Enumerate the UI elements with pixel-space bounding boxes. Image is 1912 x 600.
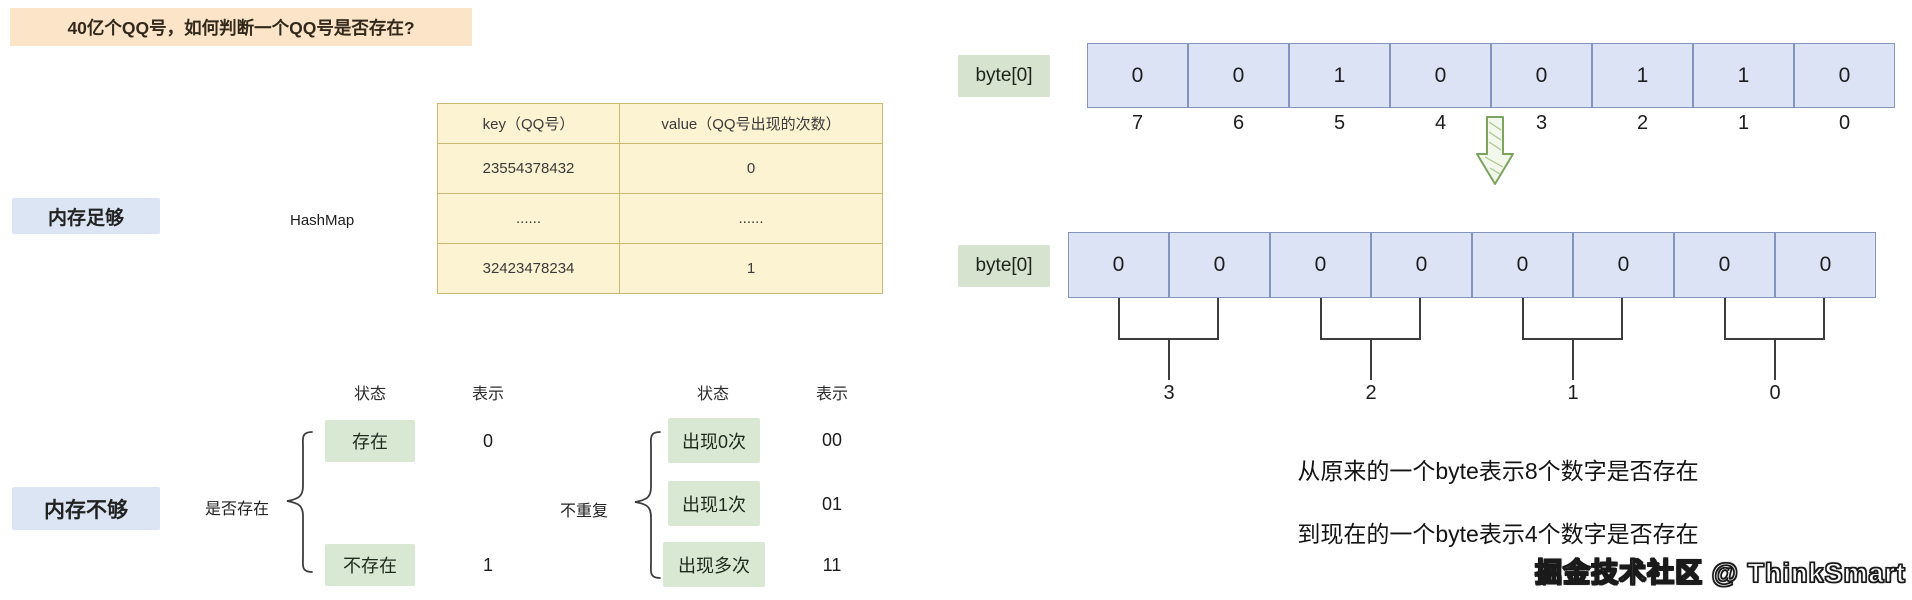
bit-cell: 1 <box>1693 43 1794 108</box>
pair-bracket <box>1724 298 1825 340</box>
group-index: 3 <box>1163 382 1175 404</box>
group-index: 2 <box>1365 382 1377 404</box>
table-cell-key: 23554378432 <box>437 143 620 194</box>
repeat-repr-header: 表示 <box>815 386 848 403</box>
bit-cell: 0 <box>1472 232 1573 298</box>
bit-cell: 0 <box>1169 232 1270 298</box>
status-box-appear-1: 出现1次 <box>668 481 760 526</box>
bit-index: 5 <box>1333 112 1346 134</box>
hashmap-label: HashMap <box>290 212 355 229</box>
group-index: 1 <box>1567 382 1579 404</box>
bit-cell: 0 <box>1270 232 1371 298</box>
bit-cell: 0 <box>1573 232 1674 298</box>
status-box-appear-0: 出现0次 <box>668 418 760 463</box>
bit-cell: 0 <box>1491 43 1592 108</box>
bit-index: 6 <box>1232 112 1245 134</box>
status-box-not-exist: 不存在 <box>325 544 415 586</box>
bit-cell: 1 <box>1592 43 1693 108</box>
table-cell-value: ...... <box>619 193 883 244</box>
bit-cell: 0 <box>1087 43 1188 108</box>
bit-index: 3 <box>1535 112 1548 134</box>
pair-bracket <box>1522 298 1623 340</box>
repeat-status-header: 状态 <box>696 386 729 403</box>
exist-tree-root: 是否存在 <box>205 501 270 518</box>
down-arrow-icon <box>1476 116 1514 185</box>
repeat-tree-brace <box>626 424 664 586</box>
bit-cell: 0 <box>1794 43 1895 108</box>
bit-cell: 0 <box>1775 232 1876 298</box>
pair-bracket <box>1118 298 1219 340</box>
repr-value-not-exist: 1 <box>482 554 493 575</box>
caption-line-2: 到现在的一个byte表示4个数字是否存在 <box>1297 521 1699 547</box>
bit-cell: 0 <box>1390 43 1491 108</box>
status-box-appear-many: 出现多次 <box>663 542 765 587</box>
watermark: 掘金技术社区 @ ThinkSmart <box>1535 557 1906 588</box>
bit-index-row: 7 6 5 4 3 2 1 0 <box>1087 112 1895 135</box>
bit-cell: 0 <box>1371 232 1472 298</box>
repr-value-01: 01 <box>821 493 843 514</box>
curly-brace-icon <box>286 431 313 573</box>
bit-index: 2 <box>1636 112 1649 134</box>
pair-stem <box>1370 340 1372 380</box>
pair-bracket <box>1320 298 1421 340</box>
curly-brace-icon <box>634 431 661 579</box>
table-header-value: value（QQ号出现的次数） <box>619 103 883 144</box>
repeat-tree-root: 不重复 <box>560 503 609 520</box>
table-row: ...... ...... <box>437 193 883 244</box>
bit-row-before: 0 0 1 0 0 1 1 0 <box>1087 43 1895 108</box>
exist-status-header: 状态 <box>353 386 386 403</box>
bit-cell: 1 <box>1289 43 1390 108</box>
repr-value-11: 11 <box>822 554 842 575</box>
bit-index: 0 <box>1838 112 1851 134</box>
repr-value-00: 00 <box>821 429 843 450</box>
pair-stem <box>1168 340 1170 380</box>
pair-stem <box>1572 340 1574 380</box>
table-cell-value: 1 <box>619 243 883 294</box>
table-cell-key: 32423478234 <box>437 243 620 294</box>
bit-cell: 0 <box>1674 232 1775 298</box>
bit-index: 4 <box>1434 112 1447 134</box>
caption-line-1: 从原来的一个byte表示8个数字是否存在 <box>1297 458 1699 484</box>
table-cell-value: 0 <box>619 143 883 194</box>
table-row: 32423478234 1 <box>437 243 883 294</box>
page-title: 40亿个QQ号，如何判断一个QQ号是否存在? <box>10 8 472 46</box>
memory-enough-label: 内存足够 <box>12 198 160 234</box>
memory-not-enough-label: 内存不够 <box>12 487 160 530</box>
transform-arrow <box>1470 114 1520 188</box>
bit-cell: 0 <box>1188 43 1289 108</box>
byte-label-after: byte[0] <box>958 245 1050 287</box>
bit-cell: 0 <box>1068 232 1169 298</box>
table-cell-key: ...... <box>437 193 620 244</box>
group-index: 0 <box>1769 382 1781 404</box>
bit-index: 1 <box>1737 112 1750 134</box>
exist-tree-brace <box>278 426 316 578</box>
status-box-exist: 存在 <box>325 420 415 462</box>
byte-label-before: byte[0] <box>958 55 1050 97</box>
table-header-row: key（QQ号） value（QQ号出现的次数） <box>437 103 883 144</box>
table-header-key: key（QQ号） <box>437 103 620 144</box>
repr-value-exist: 0 <box>482 430 493 451</box>
bit-row-after: 0 0 0 0 0 0 0 0 <box>1068 232 1876 298</box>
hashmap-table: key（QQ号） value（QQ号出现的次数） 23554378432 0 .… <box>437 103 883 294</box>
exist-repr-header: 表示 <box>471 386 504 403</box>
bit-index: 7 <box>1131 112 1144 134</box>
pair-stem <box>1774 340 1776 380</box>
table-row: 23554378432 0 <box>437 143 883 194</box>
